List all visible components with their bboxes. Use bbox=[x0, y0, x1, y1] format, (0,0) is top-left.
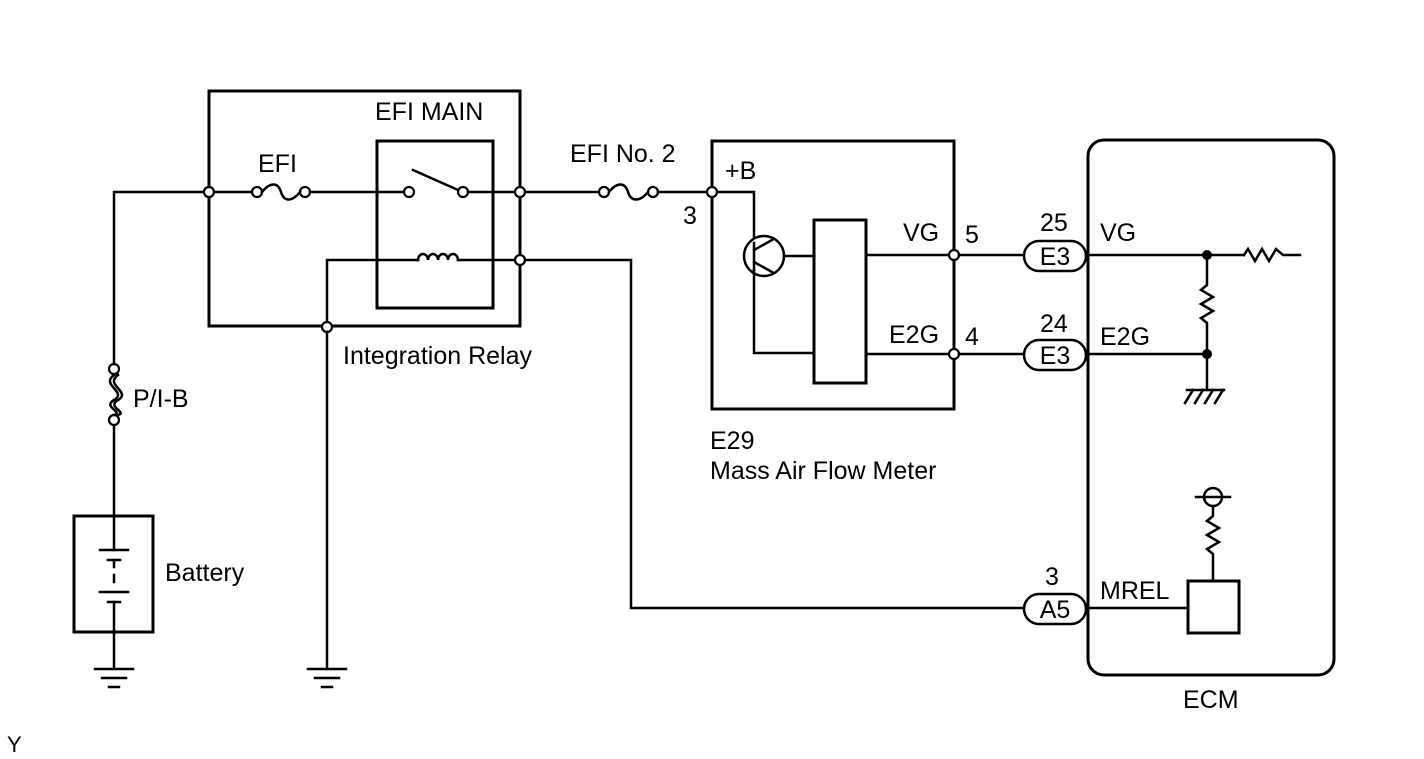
maf-plus-b-label: +B bbox=[725, 157, 756, 185]
battery-circuit: Battery P/I-B bbox=[72, 190, 245, 689]
ground-icon bbox=[93, 667, 135, 689]
ecm-vg-label: VG bbox=[1100, 219, 1136, 247]
maf-pin-3: 3 bbox=[683, 202, 697, 230]
efi-fuse-icon bbox=[250, 183, 312, 201]
integration-relay: EFI MAIN EFI Integration Relay bbox=[202, 89, 533, 370]
maf-vg-label: VG bbox=[903, 219, 939, 247]
mrel-driver-box bbox=[1186, 579, 1241, 635]
connector-pin-24: 24 bbox=[1040, 310, 1068, 338]
efi-no2-circuit: EFI No. 2 bbox=[523, 140, 709, 201]
maf-box bbox=[710, 139, 956, 411]
integration-relay-box bbox=[207, 89, 522, 328]
connector-e3-bottom-label: E3 bbox=[1040, 342, 1071, 370]
relay-inner-box bbox=[375, 139, 495, 310]
ecm-mrel-label: MREL bbox=[1100, 577, 1170, 605]
connector-e3-e2g: 24 E3 bbox=[1022, 310, 1088, 372]
connector-a5-mrel: 3 A5 bbox=[1022, 563, 1088, 626]
resistor-icon bbox=[1198, 253, 1216, 356]
efi-main-label: EFI MAIN bbox=[375, 98, 483, 126]
mrel-wire bbox=[523, 258, 1026, 610]
mass-air-flow-meter: +B 3 VG 5 E2G 4 E29 Mass Air Flow Meter bbox=[683, 139, 979, 485]
diagram-code: Y bbox=[7, 732, 22, 757]
transistor-icon bbox=[742, 234, 816, 278]
connector-e3-top-label: E3 bbox=[1040, 243, 1071, 271]
battery-label: Battery bbox=[165, 559, 245, 587]
maf-e2g-label: E2G bbox=[889, 321, 939, 349]
connector-pin-3-ecm: 3 bbox=[1045, 563, 1059, 591]
power-source-icon bbox=[1194, 486, 1232, 508]
ecm-label: ECM bbox=[1183, 686, 1239, 714]
connector-e3-vg: 25 E3 bbox=[1022, 209, 1088, 273]
integration-relay-label: Integration Relay bbox=[343, 342, 533, 370]
efi-label: EFI bbox=[258, 150, 297, 178]
connector-a5-label: A5 bbox=[1040, 596, 1071, 624]
maf-pin-5: 5 bbox=[965, 221, 979, 249]
battery-icon bbox=[98, 514, 130, 634]
resistor-icon bbox=[1242, 246, 1302, 264]
chassis-ground-icon bbox=[1183, 388, 1226, 405]
ecm: ECM VG E2G MREL bbox=[1084, 138, 1336, 714]
ecm-e2g-label: E2G bbox=[1100, 323, 1150, 351]
connector-pin-25: 25 bbox=[1040, 209, 1068, 237]
efi-no2-fuse-icon bbox=[597, 183, 660, 201]
maf-name-label: Mass Air Flow Meter bbox=[710, 457, 936, 485]
relay-switch-icon bbox=[402, 168, 470, 199]
maf-connector-code: E29 bbox=[710, 427, 754, 455]
efi-no2-label: EFI No. 2 bbox=[570, 140, 676, 168]
pib-label: P/I-B bbox=[133, 385, 189, 413]
fusible-link-icon bbox=[107, 362, 124, 427]
maf-pin-4: 4 bbox=[965, 323, 979, 351]
ecm-box bbox=[1086, 138, 1336, 677]
ground-icon bbox=[306, 667, 348, 689]
relay-coil-icon bbox=[416, 252, 460, 262]
maf-sensor-element bbox=[812, 218, 868, 385]
resistor-icon bbox=[1204, 504, 1222, 583]
